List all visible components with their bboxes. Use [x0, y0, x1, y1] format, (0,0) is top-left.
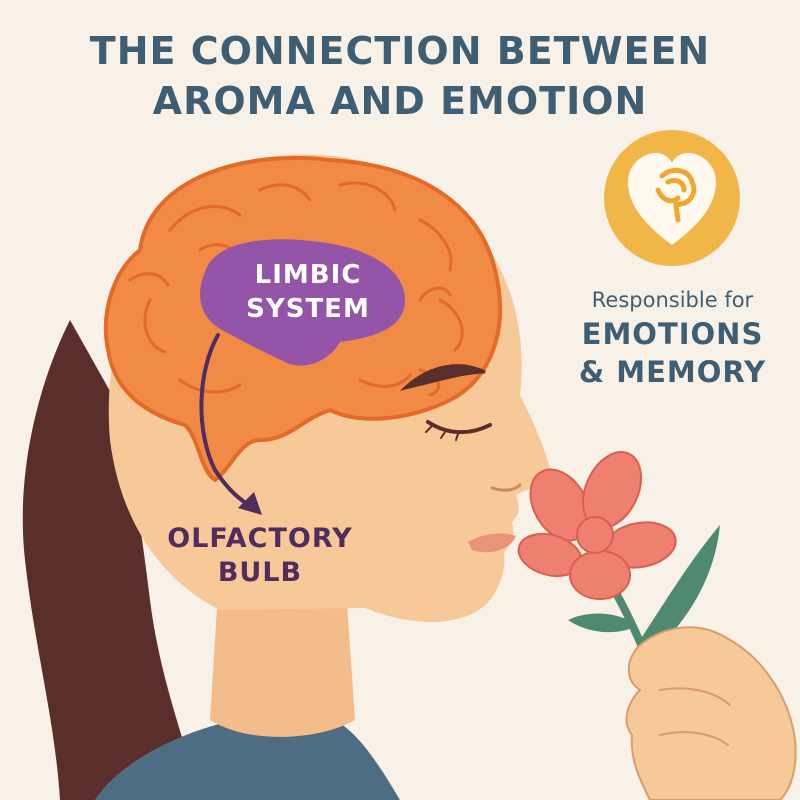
- limbic-label-line-2: SYSTEM: [246, 294, 370, 324]
- title-line-1: THE CONNECTION BETWEEN: [89, 29, 711, 73]
- hand: [625, 626, 797, 800]
- limbic-system-label: LIMBIC SYSTEM: [208, 258, 408, 326]
- responsibility-intro: Responsible for: [591, 288, 754, 312]
- responsibility-caption: Responsible for EMOTIONS & MEMORY: [560, 285, 785, 391]
- eyelashes: [425, 425, 459, 441]
- lips: [468, 533, 516, 553]
- closed-eye: [426, 420, 492, 435]
- shirt: [95, 711, 400, 800]
- limbic-label-line-1: LIMBIC: [254, 260, 362, 290]
- flower: [517, 451, 677, 600]
- title-line-2: AROMA AND EMOTION: [152, 79, 648, 123]
- olfactory-bulb-label: OLFACTORY BULB: [160, 522, 360, 590]
- finger-lines: [659, 687, 731, 746]
- limbic-region: [200, 239, 405, 366]
- olfactory-label-line-1: OLFACTORY: [167, 523, 353, 554]
- arrowhead: [238, 492, 262, 515]
- flower-leaf: [568, 613, 632, 633]
- responsibility-line-2: & MEMORY: [578, 355, 767, 389]
- nostril: [490, 483, 522, 492]
- responsibility-line-1: EMOTIONS: [581, 317, 764, 351]
- brain-folds: [128, 181, 464, 397]
- flower-leaf: [640, 525, 720, 655]
- olfactory-label-line-2: BULB: [217, 557, 303, 588]
- infographic-title: THE CONNECTION BETWEEN AROMA AND EMOTION: [0, 26, 800, 126]
- eyebrow: [399, 364, 486, 391]
- hair: [22, 320, 200, 800]
- heart-brain-icon: [604, 130, 740, 266]
- limbic-to-olfactory-arrow: [199, 333, 254, 509]
